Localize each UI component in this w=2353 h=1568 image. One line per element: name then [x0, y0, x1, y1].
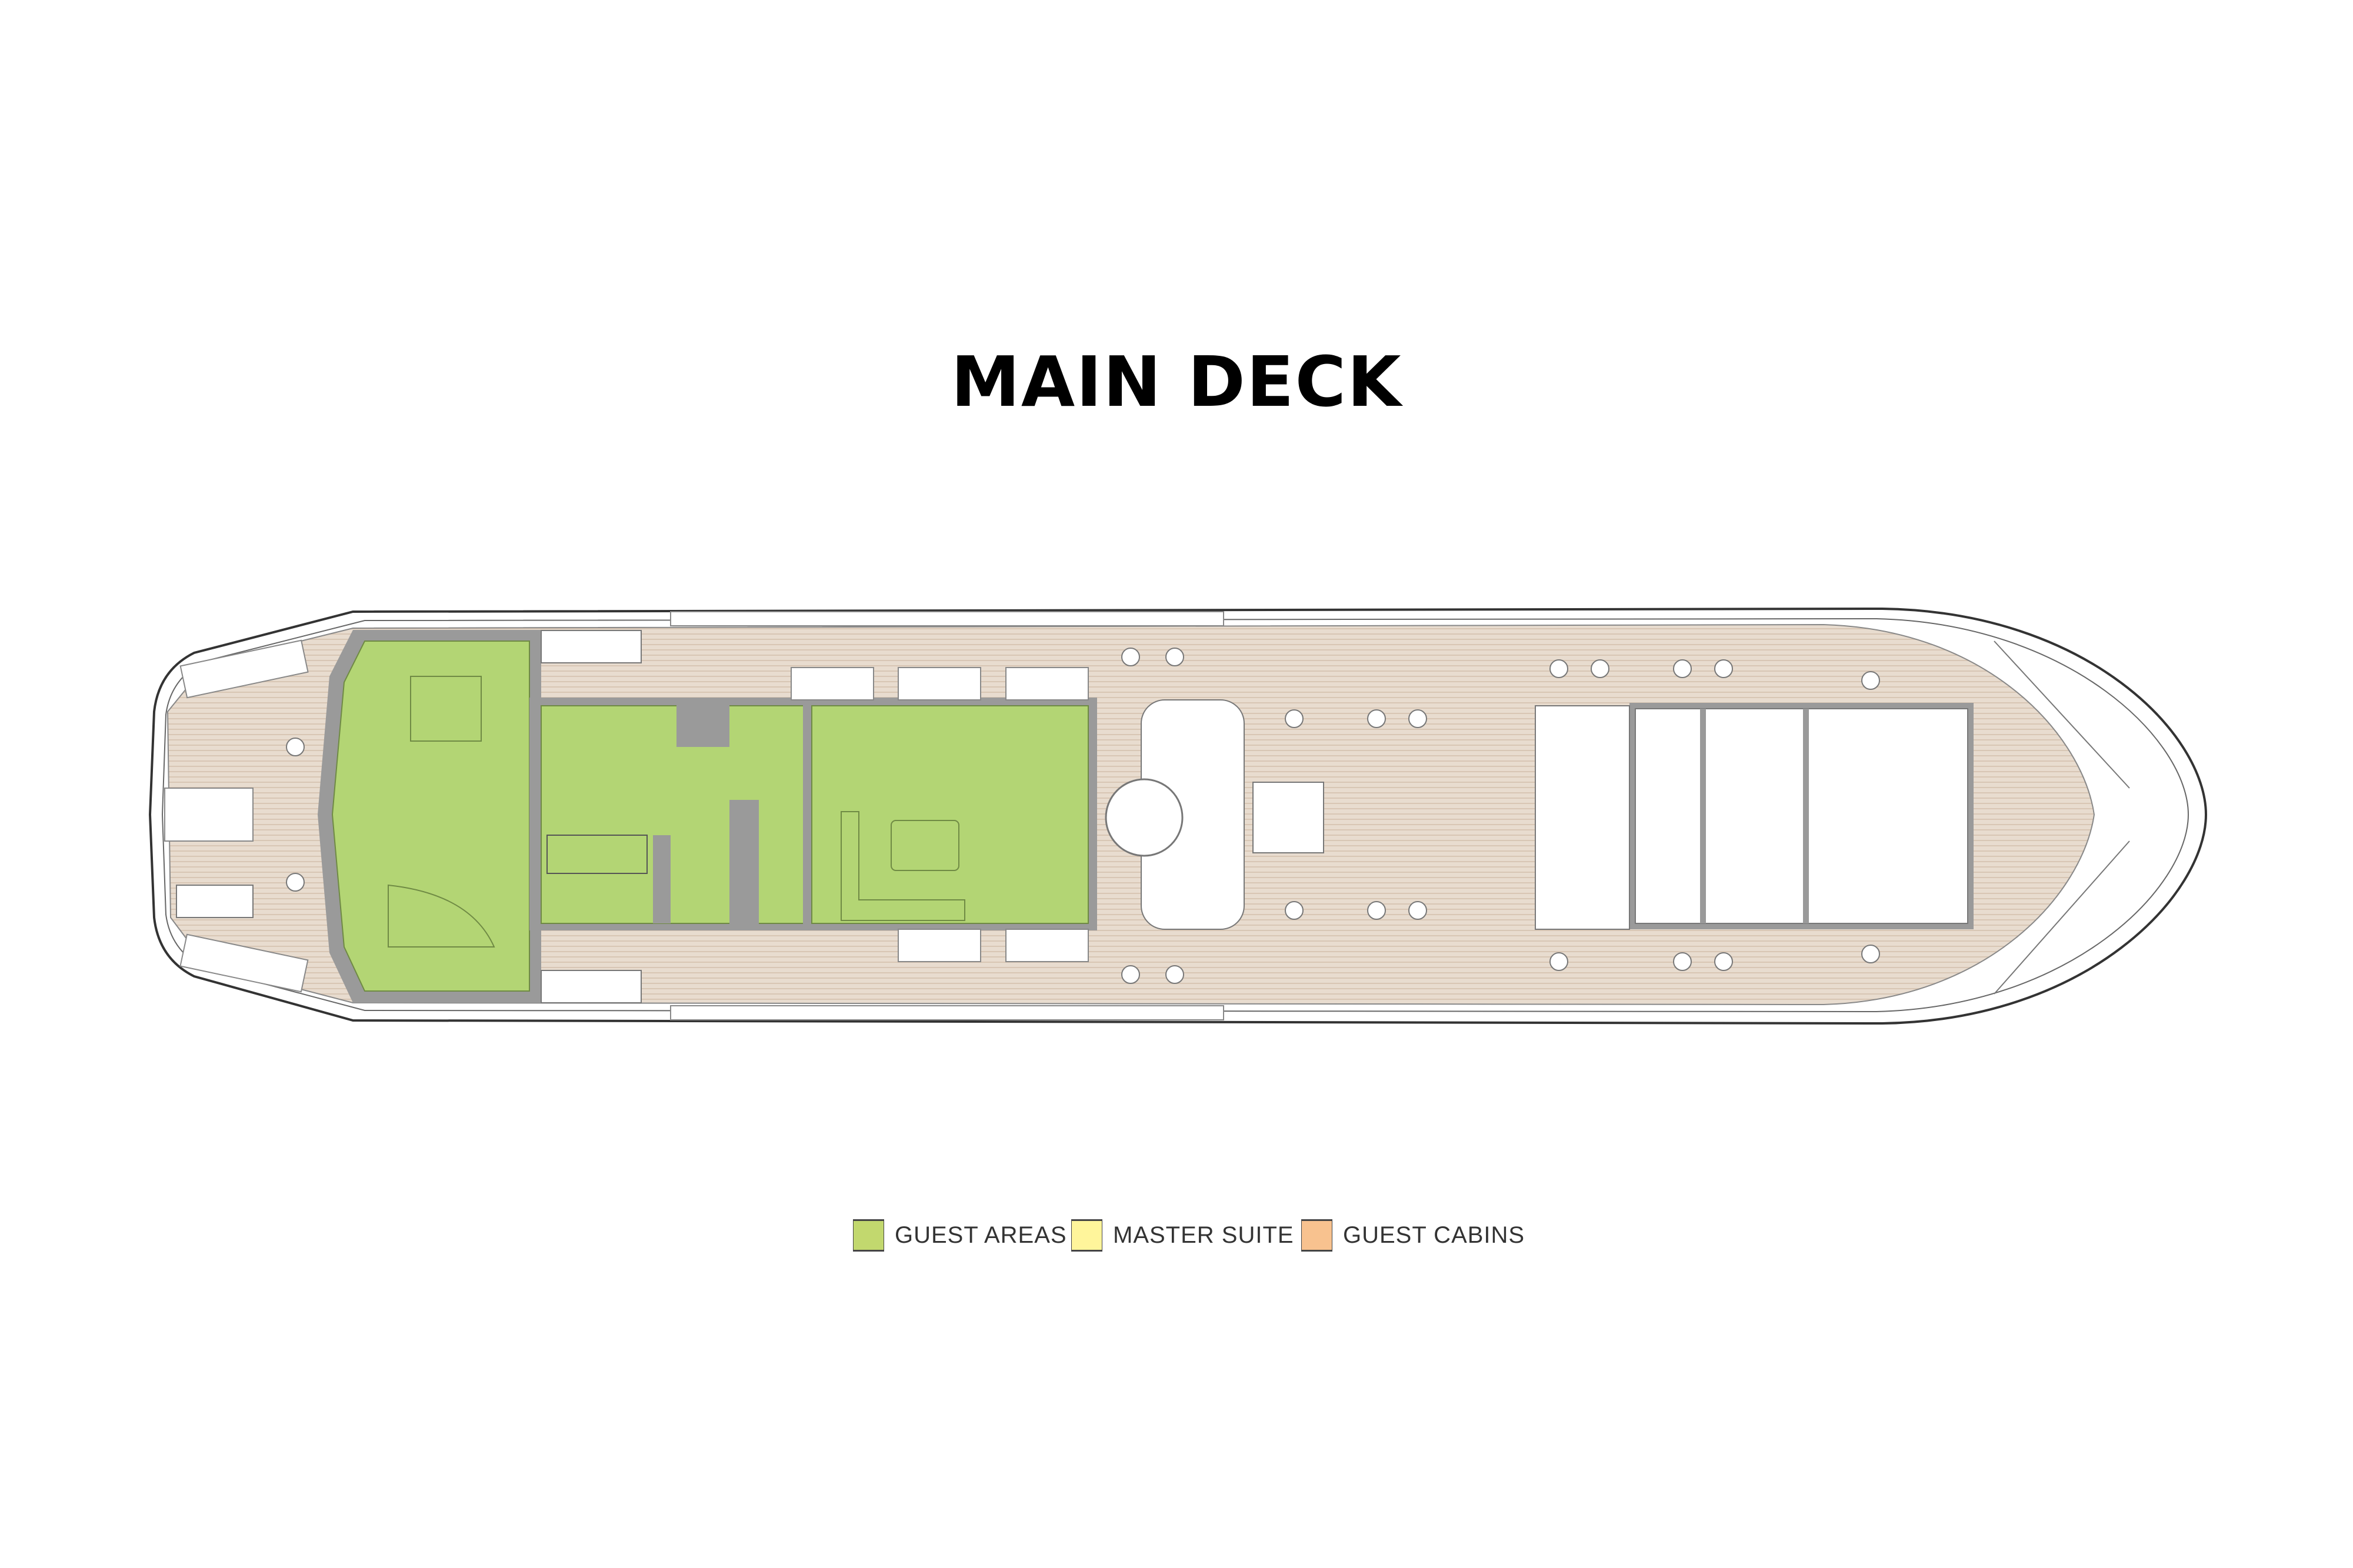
jacuzzi — [1105, 778, 1184, 857]
stair-mid — [546, 835, 648, 874]
legend-item-master-suite: MASTER SUITE — [1071, 1219, 1294, 1252]
forward-cabins — [1635, 708, 1968, 924]
wall-block — [676, 700, 729, 747]
master-suite-swatch — [1071, 1219, 1102, 1252]
legend-label: MASTER SUITE — [1113, 1222, 1294, 1248]
side-walkway-port — [670, 611, 1224, 626]
wall-block — [653, 835, 671, 923]
legend-label: GUEST AREAS — [895, 1222, 1067, 1248]
bow-deck-lines — [1994, 640, 2130, 995]
guest-areas-swatch — [853, 1219, 884, 1252]
round-tables — [286, 648, 1880, 984]
l-sofa — [841, 811, 965, 921]
legend-item-guest-areas: GUEST AREAS — [853, 1219, 1067, 1252]
side-walkway-starboard — [670, 1005, 1224, 1020]
legend-item-guest-cabins: GUEST CABINS — [1301, 1219, 1525, 1252]
coffee-table — [891, 820, 959, 871]
dining-table — [410, 676, 482, 742]
page-title: MAIN DECK — [951, 341, 1402, 422]
wall-block — [729, 800, 759, 929]
aft-salon-guest-area — [331, 640, 530, 992]
legend-label: GUEST CABINS — [1343, 1222, 1525, 1248]
lounge-sofa — [388, 884, 495, 948]
guest-cabins-swatch — [1301, 1219, 1332, 1252]
forward-area — [1535, 705, 1630, 930]
deck-tables — [164, 639, 1089, 993]
stairs — [176, 630, 642, 1003]
forward-salon-guest-area — [811, 705, 1089, 924]
hob — [1252, 782, 1324, 853]
hull-inner-line — [161, 618, 2189, 1013]
